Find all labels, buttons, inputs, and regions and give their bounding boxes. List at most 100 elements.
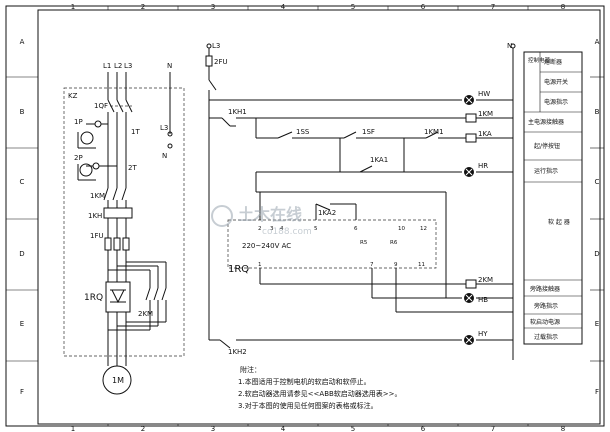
row-letter-right-D: D: [594, 250, 599, 258]
coil-hw: HW: [478, 90, 490, 98]
notes-title: 附注：: [240, 365, 261, 374]
lamp-hr-icon: [464, 167, 474, 177]
watermark-en: co188.com: [262, 227, 312, 237]
legend-row-bypass: 旁路接触器: [530, 285, 560, 293]
note-2: 2.软启动器选用请参见<<ABB软启动器选用表>>。: [238, 389, 402, 398]
row-letter-right-C: C: [595, 178, 600, 186]
km1-label: 1KM1: [424, 128, 444, 136]
diagram-labels: L1 L2 L3 N KZ 1QF 1P 2P 1T 2T L3 N 1KM 1…: [68, 42, 512, 385]
t1-label: 1T: [131, 128, 140, 136]
legend-header-indicator: 电源指示: [544, 98, 568, 106]
column-number-top-8: 8: [561, 3, 565, 11]
control-circuit: [205, 43, 516, 360]
row-letter-left-E: E: [20, 320, 24, 328]
breaker-label: 1QF: [94, 102, 108, 110]
legend-row-softstarter: 软 起 器: [548, 218, 570, 226]
legend-table: [523, 51, 583, 345]
terminal-1: 1: [258, 262, 262, 268]
legend-row-soft-power: 软启动电源: [530, 318, 560, 326]
ss-label: 1SS: [296, 128, 310, 136]
column-number-top-3: 3: [211, 3, 215, 11]
lamp-hb-icon: [464, 293, 474, 303]
notes: 附注： 1.本图适用于控制电机的软启动和软停止。 2.软启动器选用请参见<<AB…: [238, 365, 402, 410]
coil-hb: HB: [478, 296, 488, 304]
legend-row-bypass-indicator: 旁路指示: [534, 302, 558, 310]
note-1: 1.本图适用于控制电机的软启动和软停止。: [238, 377, 371, 386]
terminal-10: 10: [398, 226, 405, 232]
control-fuse-label: 2FU: [214, 58, 228, 66]
column-number-bottom-8: 8: [561, 425, 565, 432]
column-number-top-2: 2: [141, 3, 145, 11]
overload-label: 1KH: [88, 212, 102, 220]
column-number-bottom-7: 7: [491, 425, 495, 432]
r5-label: R5: [360, 240, 368, 246]
row-letter-left-B: B: [20, 108, 25, 116]
legend-header-switch: 电源开关: [544, 78, 568, 86]
column-number-bottom-1: 1: [71, 425, 75, 432]
bypass-label: 2KM: [138, 310, 153, 318]
coil-1ka: 1KA: [478, 130, 492, 138]
terminal-7: 7: [370, 262, 374, 268]
kh1-label: 1KH1: [228, 108, 247, 116]
column-number-bottom-5: 5: [351, 425, 355, 432]
row-letter-right-E: E: [595, 320, 599, 328]
box-label-kz: KZ: [68, 92, 78, 100]
terminal-3: 3: [270, 226, 274, 232]
row-letter-right-A: A: [595, 38, 600, 46]
drawing-frame: [5, 5, 605, 427]
neutral-label: N: [507, 42, 512, 50]
column-number-top-7: 7: [491, 3, 495, 11]
legend-row-run-indicator: 运行指示: [534, 167, 558, 175]
column-number-top-1: 1: [71, 3, 75, 11]
kh2-label: 1KH2: [228, 348, 247, 356]
lamp-hy-icon: [464, 335, 474, 345]
softstarter-label: 1RQ: [84, 293, 103, 303]
watermark: 土木在线 co188.com: [211, 205, 312, 237]
watermark-cn: 土木在线: [238, 205, 302, 224]
phase-label-l1: L1: [103, 62, 111, 70]
row-letter-left-D: D: [19, 250, 24, 258]
phase-label-n: N: [167, 62, 172, 70]
column-number-top-4: 4: [281, 3, 286, 11]
phase-label-l3: L3: [124, 62, 132, 70]
row-letter-right-F: F: [595, 388, 599, 396]
rq-label: 1RQ: [228, 264, 249, 275]
coil-1km: 1KM: [478, 110, 493, 118]
ka2-label: 1KA2: [318, 209, 336, 217]
terminal-9: 9: [394, 262, 398, 268]
legend-text: 控制电源 熔断器 电源开关 电源指示 主电源接触器 起/停按钮 运行指示 软 起…: [528, 56, 570, 341]
lamp-hw-icon: [464, 95, 474, 105]
column-number-bottom-6: 6: [421, 425, 426, 432]
n-tap-label: N: [162, 152, 167, 160]
p1-label: 1P: [74, 118, 83, 126]
row-letter-right-B: B: [595, 108, 600, 116]
note-3: 3.对于本图的使用见任何图案的表格或标注。: [238, 401, 378, 410]
column-number-bottom-2: 2: [141, 425, 145, 432]
sf-label: 1SF: [362, 128, 375, 136]
terminal-4: 4: [280, 226, 284, 232]
supply-label: L3: [212, 42, 220, 50]
legend-row-start-stop: 起/停按钮: [534, 142, 560, 150]
coil-2km: 2KM: [478, 276, 493, 284]
fuse-label: 1FU: [90, 232, 104, 240]
contactor-label: 1KM: [90, 192, 105, 200]
legend-side-label: 控制电源: [528, 56, 551, 64]
row-letter-left-F: F: [20, 388, 24, 396]
terminal-2: 2: [258, 226, 262, 232]
terminal-5: 5: [314, 226, 318, 232]
legend-row-main-contactor: 主电源接触器: [528, 118, 564, 126]
coil-hr: HR: [478, 162, 488, 170]
terminal-6: 6: [354, 226, 358, 232]
row-letter-left-C: C: [20, 178, 25, 186]
phase-label-l2: L2: [114, 62, 122, 70]
column-number-top-6: 6: [421, 3, 426, 11]
row-letter-left-A: A: [20, 38, 25, 46]
indicator-lamps: [464, 95, 474, 345]
t2-label: 2T: [128, 164, 137, 172]
main-circuit: [63, 72, 185, 395]
column-number-top-5: 5: [351, 3, 355, 11]
column-number-bottom-4: 4: [281, 425, 286, 432]
terminal-12: 12: [420, 226, 427, 232]
